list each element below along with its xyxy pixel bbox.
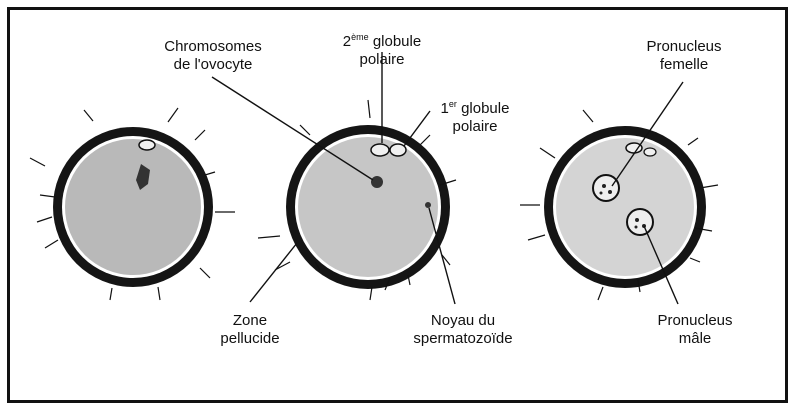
first-polar-body (390, 144, 406, 156)
oocyte-cell-1 (30, 108, 235, 300)
cytoplasm-1 (65, 139, 201, 275)
label-sperm-nucleus: Noyau du spermatozoïde (398, 312, 528, 348)
female-pronucleus (593, 175, 619, 201)
polar-body-1 (139, 140, 155, 150)
oocyte-cell-2 (212, 52, 456, 304)
sperm-nucleus (425, 202, 431, 208)
label-second-polar-body: 2ème globule polaire (322, 33, 442, 69)
label-female-pronucleus: Pronucleus femelle (628, 38, 740, 74)
oocyte-cell-3 (520, 82, 718, 304)
cytoplasm-3 (556, 138, 694, 276)
label-first-polar-body: 1er globule polaire (420, 100, 530, 136)
oocyte-chromosomes (371, 176, 383, 188)
cytoplasm-2 (298, 137, 438, 277)
label-zona-pellucida: Zone pellucide (205, 312, 295, 348)
male-pronucleus (627, 209, 653, 235)
polar-body-3b (644, 148, 656, 156)
leader-zona (250, 243, 297, 302)
label-male-pronucleus: Pronucleus mâle (640, 312, 750, 348)
second-polar-body (371, 144, 389, 156)
label-chromosomes: Chromosomes de l'ovocyte (150, 38, 276, 74)
